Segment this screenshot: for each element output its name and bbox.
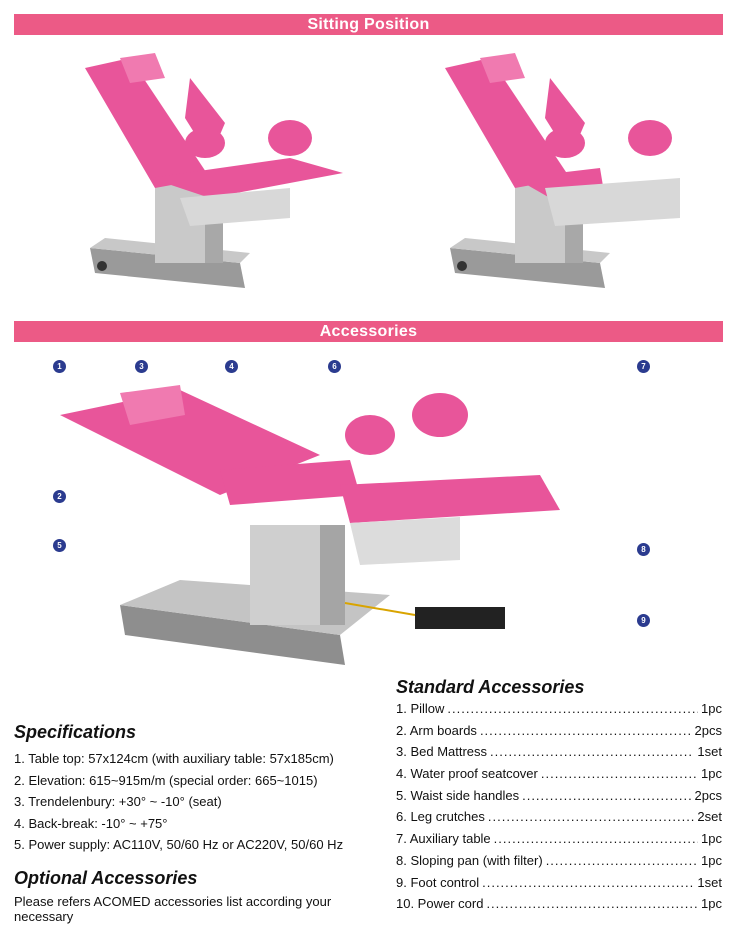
standard-accessories-title: Standard Accessories xyxy=(396,677,585,697)
accessory-qty: 1set xyxy=(697,874,722,890)
callout-marker: 3 xyxy=(135,360,148,373)
optional-accessories-title: Optional Accessories xyxy=(14,868,198,888)
list-item: 6. Leg crutches 2set xyxy=(396,806,722,828)
callout-marker: 8 xyxy=(637,543,650,556)
list-item: 4. Water proof seatcover 1pc xyxy=(396,763,722,785)
accessory-name: 9. Foot control xyxy=(396,874,480,890)
callout-marker: 2 xyxy=(53,490,66,503)
chair-image-sitting-left xyxy=(85,53,343,288)
accessory-qty: 2pcs xyxy=(694,722,722,738)
accessory-qty: 1pc xyxy=(701,896,722,912)
list-item: 7. Auxiliary table 1pc xyxy=(396,828,722,850)
list-item: 2. Arm boards 2pcs xyxy=(396,720,722,742)
accessories-banner: Accessories xyxy=(14,321,723,342)
list-item: 3. Bed Mattress 1set xyxy=(396,741,722,763)
accessory-name: 7. Auxiliary table xyxy=(396,831,491,847)
accessory-qty: 2set xyxy=(697,809,722,825)
callout-marker: 5 xyxy=(53,539,66,552)
spec-item: 2. Elevation: 615~915m/m (special order:… xyxy=(14,772,318,788)
specifications-title: Specifications xyxy=(14,722,137,742)
list-item: 8. Sloping pan (with filter) 1pc xyxy=(396,850,722,872)
sitting-position-banner: Sitting Position xyxy=(14,14,723,35)
spec-item: 5. Power supply: AC110V, 50/60 Hz or AC2… xyxy=(14,837,344,852)
callout-marker: 1 xyxy=(53,360,66,373)
specifications-list: 1. Table top: 57x124cm (with auxiliary t… xyxy=(14,748,394,856)
optional-accessories-text: Please refers ACOMED accessories list ac… xyxy=(14,894,332,924)
list-item: 10. Power cord 1pc xyxy=(396,893,722,915)
accessory-qty: 1pc xyxy=(701,701,722,716)
accessory-name: 5. Waist side handles xyxy=(396,787,520,803)
accessory-qty: 1pc xyxy=(701,831,722,847)
accessory-qty: 1pc xyxy=(701,852,722,868)
accessory-name: 10. Power cord xyxy=(396,896,484,912)
chair-image-sitting-right xyxy=(445,53,680,288)
spec-item: 3. Trendelenbury: +30° ~ -10° (seat) xyxy=(14,794,222,809)
accessory-name: 6. Leg crutches xyxy=(396,809,485,825)
list-item: 1. Pillow 1pc xyxy=(396,698,722,720)
callout-marker: 7 xyxy=(637,360,650,373)
callout-marker: 6 xyxy=(328,360,341,373)
standard-accessories-list: 1. Pillow 1pc 2. Arm boards 2pcs 3. Bed Ma… xyxy=(396,698,722,915)
accessory-name: 3. Bed Mattress xyxy=(396,744,488,760)
accessory-name: 4. Water proof seatcover xyxy=(396,766,538,782)
accessory-name: 2. Arm boards xyxy=(396,722,477,738)
accessory-qty: 1set xyxy=(697,744,722,760)
accessory-qty: 2pcs xyxy=(694,787,722,803)
accessory-name: 1. Pillow xyxy=(396,701,445,716)
spec-item: 4. Back-break: -10° ~ +75° xyxy=(14,815,168,831)
callout-marker: 4 xyxy=(225,360,238,373)
list-item: 9. Foot control 1set xyxy=(396,872,722,894)
callout-marker: 9 xyxy=(637,614,650,627)
spec-item: 1. Table top: 57x124cm (with auxiliary t… xyxy=(14,751,334,766)
accessories-chair-image xyxy=(60,385,560,665)
accessory-qty: 1pc xyxy=(701,766,722,782)
accessory-name: 8. Sloping pan (with filter) xyxy=(396,852,543,868)
list-item: 5. Waist side handles 2pcs xyxy=(396,785,722,807)
